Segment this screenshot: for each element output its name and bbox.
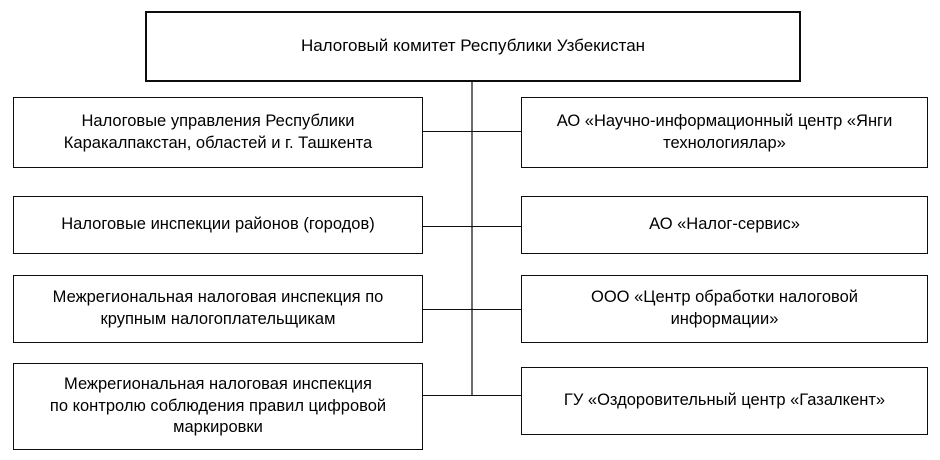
connector-row-1 [422,131,522,133]
node-right-3-label: ООО «Центр обработки налоговой информаци… [591,288,858,328]
node-right-4-label: ГУ «Оздоровительный центр «Газалкент» [563,391,886,410]
node-right-2-nalog-servis[interactable]: АО «Налог-сервис» [521,196,928,254]
connector-row-2 [422,226,522,228]
node-root-label: Налоговый комитет Республики Узбекистан [300,36,646,56]
node-right-2-label: АО «Налог-сервис» [649,215,800,234]
node-right-3-tax-data-processing-center[interactable]: ООО «Центр обработки налоговой информаци… [521,275,928,343]
node-left-3-label: Межрегиональная налоговая инспекция по к… [52,288,384,328]
node-right-1-yangi-texnologiyalar[interactable]: АО «Научно-информационный центр «Янги те… [521,97,928,168]
node-left-2-label: Налоговые инспекции районов (городов) [61,215,375,234]
node-left-4-digital-marking-inspection[interactable]: Межрегиональная налоговая инспекция по к… [13,363,423,450]
node-root-tax-committee[interactable]: Налоговый комитет Республики Узбекистан [145,11,801,82]
trunk-line-vertical [471,81,473,396]
connector-row-4 [422,395,522,397]
node-left-4-label: Межрегиональная налоговая инспекция по к… [49,374,387,437]
node-right-4-gazalkent-health-center[interactable]: ГУ «Оздоровительный центр «Газалкент» [521,367,928,435]
node-left-1-regional-tax-administrations[interactable]: Налоговые управления Республики Каракалп… [13,97,423,168]
node-right-1-label: АО «Научно-информационный центр «Янги те… [556,111,893,152]
node-left-2-district-tax-inspections[interactable]: Налоговые инспекции районов (городов) [13,196,423,254]
node-left-3-large-taxpayers-inspection[interactable]: Межрегиональная налоговая инспекция по к… [13,275,423,343]
connector-row-3 [422,309,522,311]
node-left-1-label: Налоговые управления Республики Каракалп… [63,111,373,152]
